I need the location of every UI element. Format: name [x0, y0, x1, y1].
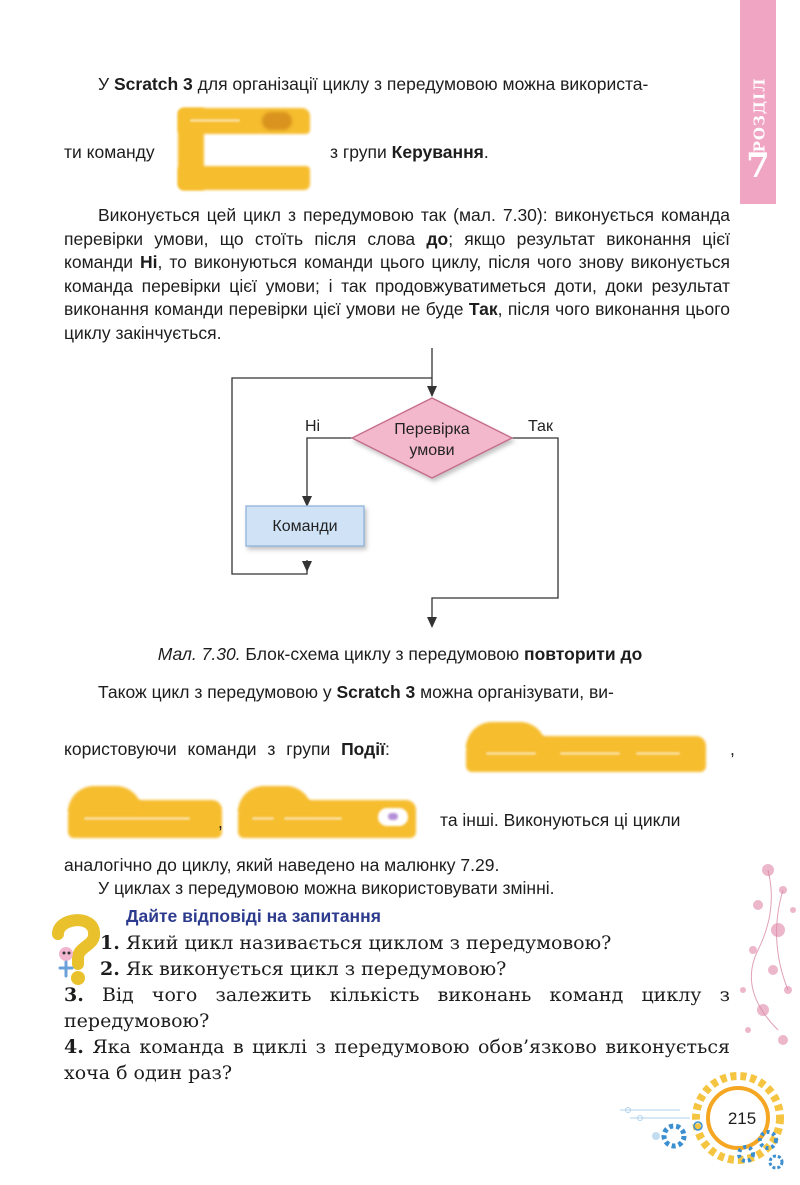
question-2: 2. Як виконується цикл з передумовою?: [100, 958, 507, 980]
decision-line-2: умови: [409, 442, 454, 459]
paragraph-4: У циклах з передумовою можна використову…: [98, 878, 555, 898]
floral-decoration: [740, 864, 796, 1045]
page-number: 215: [727, 1109, 757, 1128]
paragraph-1-line-2-start: ти команду: [64, 142, 155, 162]
process-box: [245, 505, 365, 547]
yes-label: Так: [528, 418, 554, 435]
question-1: 1. Який цикл називається циклом з переду…: [100, 932, 612, 954]
question-mark-icon: [52, 914, 101, 985]
question-3: 3. Від чого залежить кількість виконань …: [64, 984, 730, 1032]
figure-caption: Мал. 7.30. Блок-схема циклу з передумово…: [157, 644, 643, 664]
paragraph-2: Виконується цей цикл з передумовою так (…: [64, 205, 731, 343]
paragraph-3-line-1: Також цикл з передумовою у Scratch 3 мож…: [98, 682, 614, 702]
chapter-number: 7: [746, 146, 770, 186]
paragraph-3-line-2: користовуючи команди з групи Події:: [64, 739, 390, 759]
questions-title: Дайте відповіді на запитання: [126, 906, 381, 926]
paragraph-1-line-1: У Scratch 3 для організації циклу з пере…: [98, 74, 649, 94]
no-label: Ні: [305, 418, 320, 435]
paragraph-3-line-3: та інші. Виконуються ці цикли: [440, 810, 681, 830]
comma-1: ,: [730, 739, 735, 759]
paragraph-1-line-2-end: з групи Керування.: [330, 142, 489, 162]
paragraph-3-line-4: аналогічно до циклу, який наведено на ма…: [64, 855, 500, 875]
decision-line-1: Перевірка: [394, 421, 470, 438]
question-4: 4. Яка команда в циклі з передумовою обо…: [64, 1036, 730, 1084]
chapter-tab: [740, 0, 776, 204]
gears-decoration: [620, 1072, 784, 1170]
process-label: Команди: [272, 518, 337, 535]
comma-2: ,: [218, 812, 223, 832]
decision-diamond: [350, 397, 514, 479]
flowchart-diagram: Перевірка умови Ні Так Команди: [231, 348, 559, 628]
